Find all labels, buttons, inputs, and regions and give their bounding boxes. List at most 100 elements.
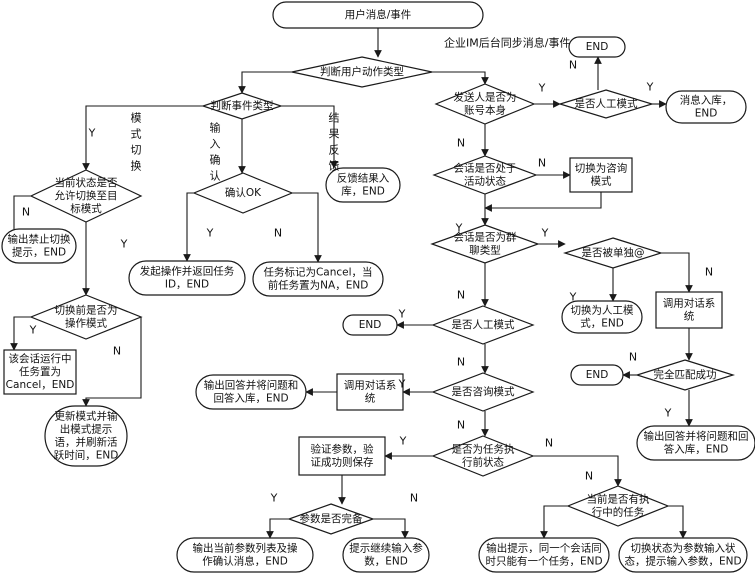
- node-text: 输出回答并将问题和: [204, 379, 299, 392]
- decision-diamond: [434, 83, 536, 125]
- branch-label: N: [457, 137, 465, 150]
- branch-label: Y: [206, 227, 214, 240]
- node-text: 确认OK: [225, 186, 262, 199]
- decision-diamond: [634, 359, 736, 391]
- node-text: 该会话运行中: [9, 352, 72, 365]
- terminal-rounded: [342, 537, 430, 573]
- branch-label: N: [457, 419, 465, 432]
- branch-label-char: 输: [210, 121, 221, 135]
- node-text: 当前是否有执: [587, 493, 650, 506]
- node-text: 跃时间，END: [54, 449, 119, 462]
- node-text: 是否被单独@: [582, 246, 645, 259]
- branch-label: N: [22, 206, 30, 219]
- node-text: 完全匹配成功: [654, 368, 717, 381]
- process-box: [336, 373, 404, 411]
- terminal-rounded: [128, 260, 246, 296]
- terminal-rounded: [272, 1, 484, 29]
- branch-label: N: [538, 157, 546, 170]
- terminal-rounded: [1, 228, 77, 264]
- node-text: END: [359, 319, 382, 331]
- node-text: 发送人是否为: [454, 91, 517, 104]
- branch-label: N: [113, 345, 121, 358]
- node-text: 任务置为: [19, 365, 61, 378]
- node-text: 提示继续输入参: [349, 542, 423, 555]
- node-end-right: END: [570, 364, 624, 386]
- branch-label: Y: [646, 81, 654, 94]
- branch-label: Y: [455, 222, 463, 235]
- branch-label-char: 式: [131, 128, 142, 141]
- connector-arrow: [540, 505, 568, 539]
- decision-diamond: [291, 56, 433, 88]
- node-text: 发起操作并返回任务: [140, 265, 235, 278]
- node-text: 数，END: [364, 555, 408, 568]
- node-text: 判断用户动作类型: [320, 65, 404, 78]
- node-text: END: [695, 108, 718, 120]
- node-d-action: 判断用户动作类型: [291, 56, 433, 88]
- branch-label: Y: [399, 435, 407, 448]
- branch-label: N: [457, 356, 465, 369]
- node-text: 态，提示输入参数，END: [624, 555, 741, 568]
- branch-label-char: 换: [131, 159, 142, 173]
- branch-label: N: [705, 266, 713, 279]
- node-text: 答入库，END: [664, 443, 729, 456]
- branch-label-char: 果: [329, 128, 340, 141]
- node-d-consult: 是否咨询模式: [431, 372, 535, 412]
- terminal-rounded: [176, 537, 314, 573]
- node-t-msg-store: 消息入库，END: [665, 90, 747, 124]
- decision-diamond: [287, 503, 375, 535]
- connector-arrow: [432, 71, 489, 85]
- node-text: 账号本身: [464, 104, 506, 117]
- node-text: 行中的任务: [592, 506, 645, 519]
- branch-label: N: [569, 59, 577, 72]
- node-text: 统: [684, 310, 695, 323]
- process-box: [569, 157, 633, 193]
- node-text: 聊类型: [469, 244, 501, 257]
- branch-label-char: 结: [329, 112, 340, 125]
- branch-label: N: [457, 289, 465, 302]
- node-text: 式，END: [580, 317, 624, 330]
- terminal-rounded: [665, 90, 747, 124]
- decision-diamond: [431, 435, 535, 477]
- node-d-at: 是否被单独@: [562, 237, 664, 269]
- process-box: [3, 349, 77, 395]
- node-text: ID，END: [165, 279, 209, 291]
- node-d-full-match: 完全匹配成功: [634, 359, 736, 391]
- decision-diamond: [430, 224, 540, 264]
- node-text: 切换为咨询: [575, 162, 628, 175]
- branch-label: Y: [270, 492, 278, 505]
- node-text: 模式: [591, 175, 612, 188]
- node-text: 前任务置为NA，END: [268, 279, 369, 292]
- flow-connectors: [10, 28, 693, 539]
- terminal-rounded: [568, 36, 626, 58]
- node-end-top: END: [568, 36, 626, 58]
- connector-arrow: [292, 192, 322, 263]
- branch-label: N: [410, 492, 418, 505]
- node-text: 统: [365, 392, 376, 405]
- node-text: 判断事件类型: [211, 99, 274, 112]
- decision-diamond: [29, 294, 143, 340]
- node-d-manual1: 是否人工模式: [557, 89, 655, 119]
- node-text: 时只能有一个任务，END: [485, 555, 602, 568]
- branch-label-char: 确: [210, 154, 221, 167]
- branch-label: Y: [398, 308, 406, 321]
- branch-label-char: 馈: [329, 160, 340, 173]
- terminal-rounded: [325, 167, 401, 203]
- node-text: 调用对话系: [344, 379, 397, 392]
- node-text: 语，并刷新活: [55, 436, 118, 449]
- branch-label: Y: [398, 378, 406, 391]
- node-d-params-done: 参数是否完备: [287, 503, 375, 535]
- node-text: Cancel，END: [6, 379, 75, 391]
- node-text: END: [586, 369, 609, 381]
- node-text: 输出回答并将问题和回: [644, 430, 749, 443]
- node-text: 是否咨询模式: [452, 385, 515, 398]
